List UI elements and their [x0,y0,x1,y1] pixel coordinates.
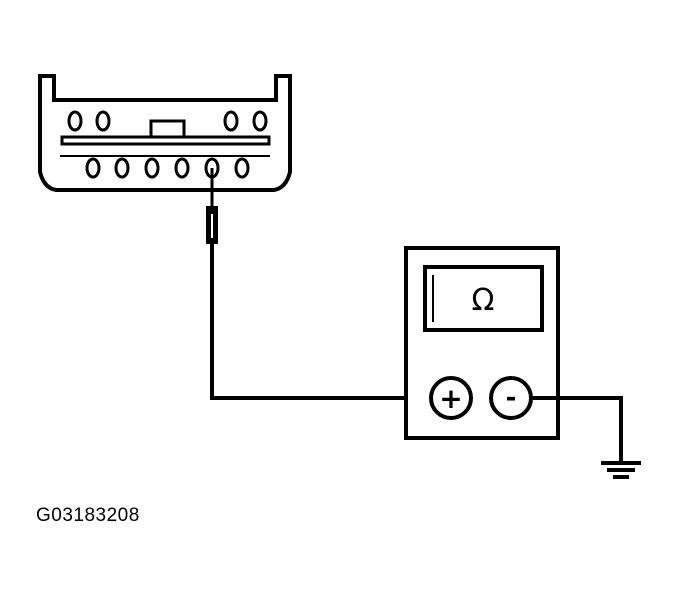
ground-icon [601,461,641,479]
ohmmeter-display [423,265,544,332]
connector-pin [223,110,239,132]
connector-pin [144,157,160,179]
connector-lower-pins [85,157,250,179]
connector-pin [67,110,83,132]
ohmmeter: Ω + - [404,246,560,440]
positive-terminal-symbol: + [439,382,462,415]
connector-pin [234,157,250,179]
ohm-symbol: Ω [472,283,495,318]
connector-pin [252,110,268,132]
negative-terminal-symbol: - [506,383,517,413]
connector-pin [174,157,190,179]
wiring-connector [38,74,292,192]
connector-upper-pins [67,110,268,132]
connector-pin [114,157,130,179]
connector-pin [95,110,111,132]
positive-test-lead [206,168,431,400]
connector-locking-tab [149,119,186,140]
figure-reference-code: G03183208 [36,505,140,526]
connector-pin [85,157,101,179]
positive-terminal [429,376,473,420]
negative-test-lead [531,396,623,462]
connector-separator-bar [60,135,271,146]
